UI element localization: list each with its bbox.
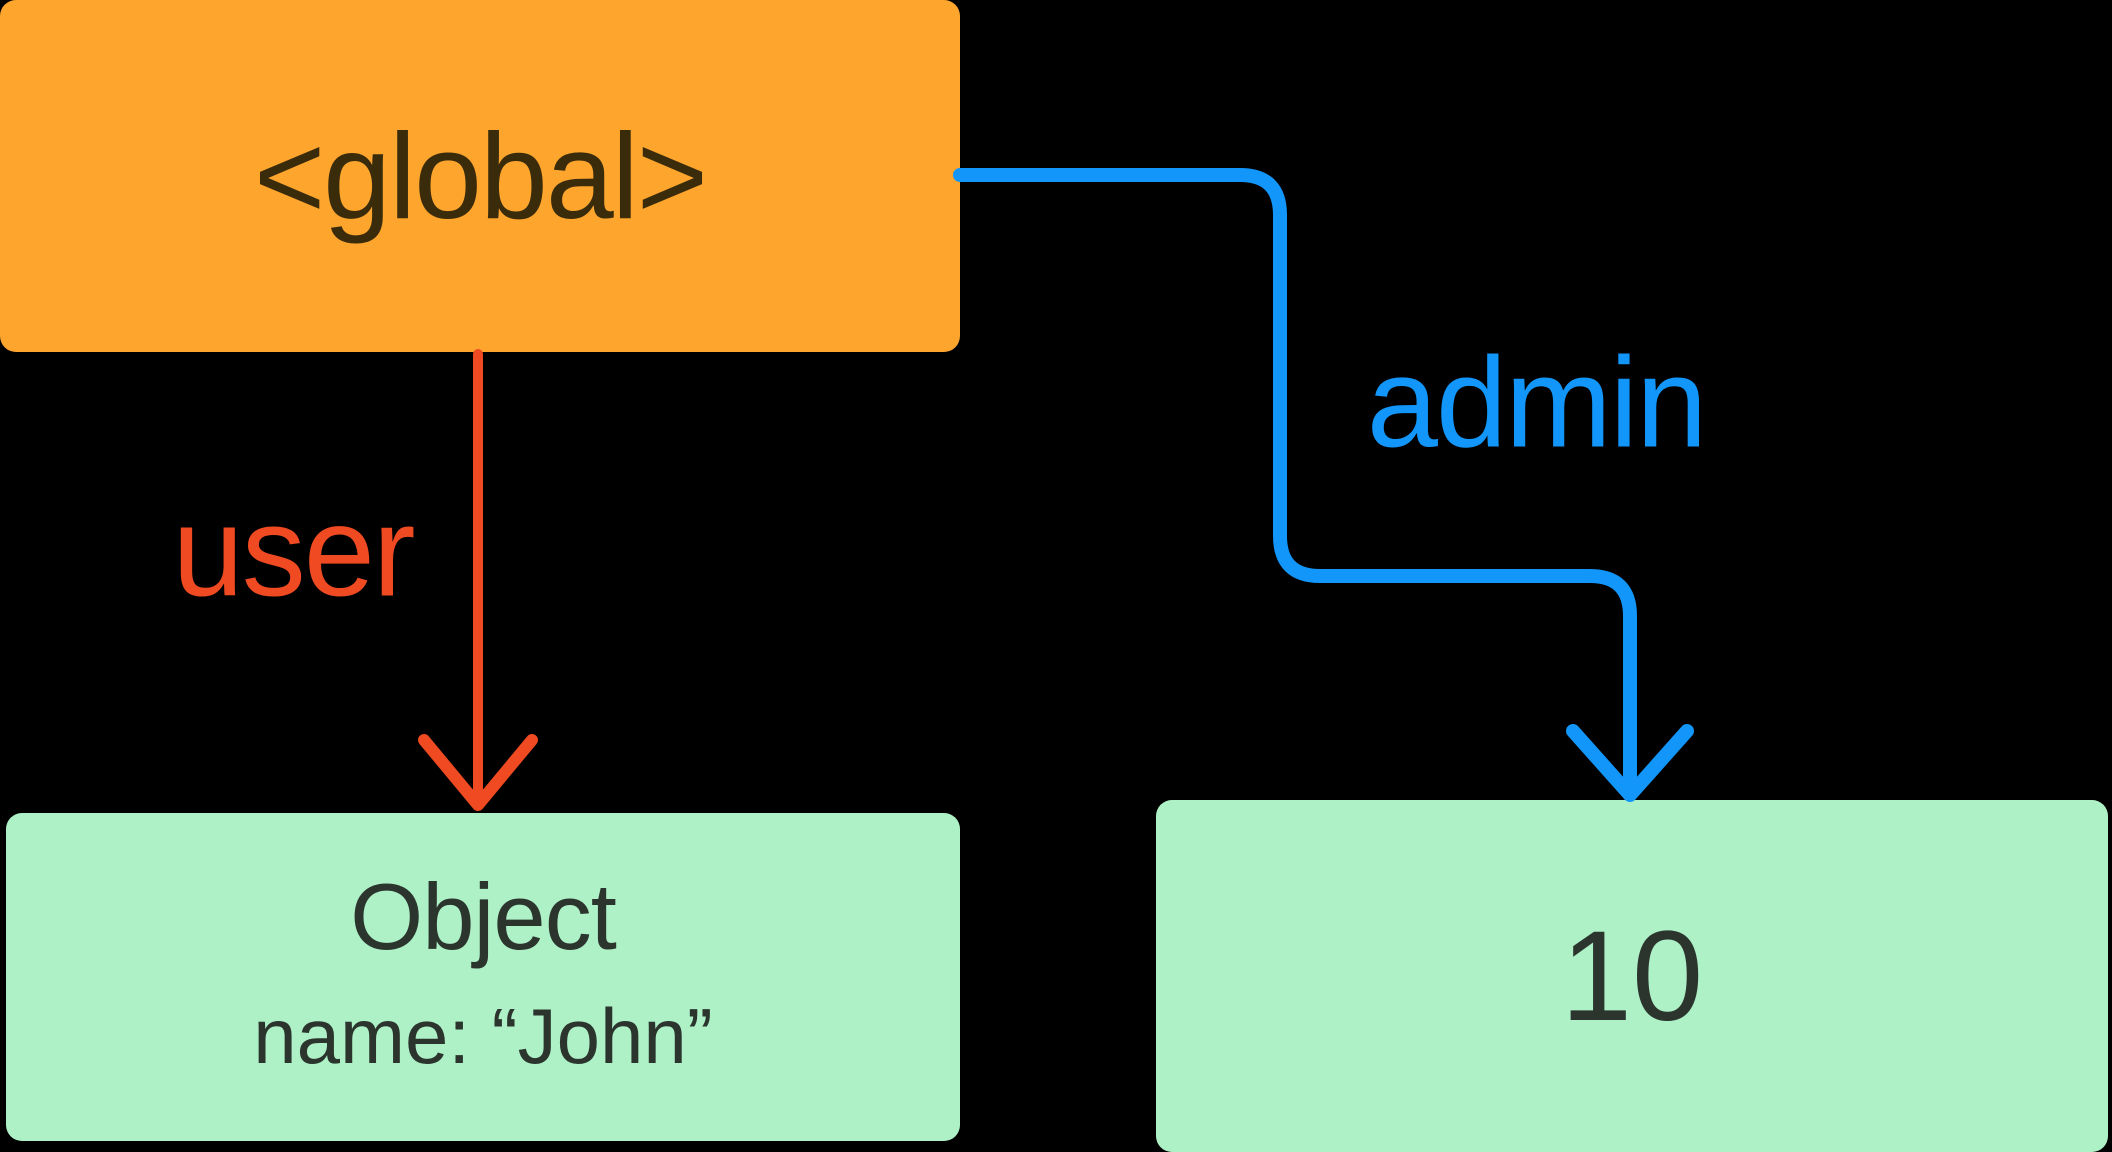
- edge-admin-line: [953, 168, 1637, 795]
- node-user-object-title: Object: [350, 864, 617, 969]
- node-admin-value-label: 10: [1560, 904, 1704, 1048]
- edge-user-arrow: [418, 349, 538, 811]
- edge-admin-arrowhead-icon: [1566, 724, 1694, 802]
- edge-admin-arrow: [953, 168, 1694, 802]
- edge-user-label: user: [172, 480, 416, 624]
- edge-user-arrowhead-icon: [418, 734, 538, 811]
- node-global-label: <global>: [253, 108, 708, 244]
- edge-admin-label: admin: [1366, 331, 1708, 475]
- node-global-scope: <global>: [0, 0, 960, 352]
- node-user-object-property: name: “John”: [253, 992, 713, 1081]
- node-admin-value: 10: [1156, 800, 2108, 1152]
- node-user-object: Object name: “John”: [6, 813, 960, 1141]
